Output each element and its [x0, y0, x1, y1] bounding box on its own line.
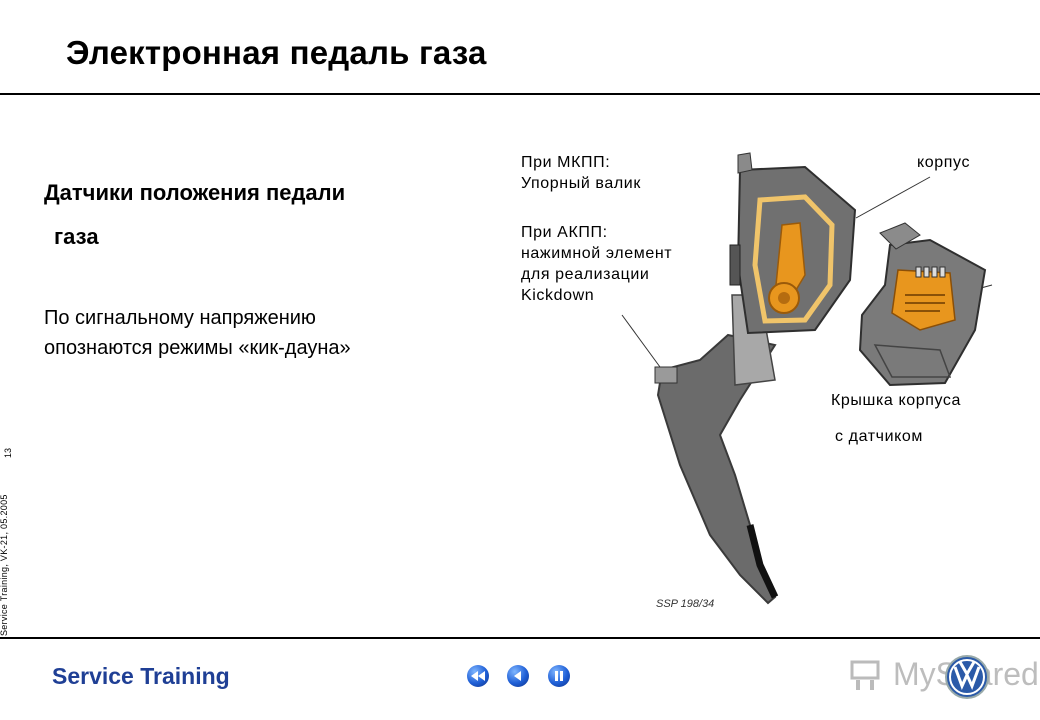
label-akpp-line-4: Kickdown [521, 287, 595, 304]
cover-pins [915, 266, 946, 278]
pedal-illustration [621, 152, 993, 605]
pause-button[interactable] [548, 665, 570, 687]
figure-caption: SSP 198/34 [656, 598, 715, 610]
sensor-arm [774, 222, 806, 301]
pedal-edge [746, 524, 779, 599]
label-mkpp-line-1: При МКПП: [521, 154, 611, 171]
body-line-2: опознаются режимы «кик-дауна» [44, 337, 351, 359]
label-mkpp-line-2: Упорный валик [521, 175, 641, 192]
back-arrow-icon [514, 671, 521, 681]
label-cover-line-2: с датчиком [835, 428, 924, 445]
first-page-button[interactable] [467, 665, 489, 687]
label-mkpp: При МКПП: Упорный валик [521, 152, 641, 194]
page-number: 13 [3, 447, 13, 458]
heading-line-1: Датчики положения педали [44, 180, 346, 205]
housing-top [737, 152, 753, 174]
label-akpp: При АКПП: нажимной элемент для реализаци… [521, 222, 672, 306]
pause-icon [555, 671, 563, 681]
kickdown-leader [621, 314, 661, 368]
slide-title: Электронная педаль газа [66, 34, 487, 71]
label-akpp-line-3: для реализации [521, 266, 650, 283]
cover-top [879, 222, 921, 250]
vw-logo-icon [945, 655, 989, 699]
sensor-track [752, 194, 835, 324]
footer-brand: Service Training [52, 663, 230, 689]
pedal-stub [654, 366, 678, 384]
footer-divider [0, 637, 1040, 639]
previous-page-button[interactable] [507, 665, 529, 687]
cover-rim [873, 344, 952, 378]
body-line-1: По сигнальному напряжению [44, 307, 316, 329]
heading-line-2: газа [54, 224, 99, 249]
label-cover-line-1: Крышка корпуса [831, 392, 962, 409]
label-housing: корпус [917, 154, 971, 171]
label-akpp-line-2: нажимной элемент [521, 245, 673, 262]
body-text: По сигнальному напряжению опознаются реж… [44, 303, 351, 363]
title-divider [0, 93, 1040, 95]
housing-leader [855, 176, 931, 219]
watermark-logo-icon [850, 660, 880, 690]
label-akpp-line-1: При АКПП: [521, 224, 608, 241]
housing-connector [729, 244, 741, 286]
side-footer-text: Service Training, VK-21, 05.2005 [0, 494, 9, 636]
rewind-icon [471, 671, 485, 681]
